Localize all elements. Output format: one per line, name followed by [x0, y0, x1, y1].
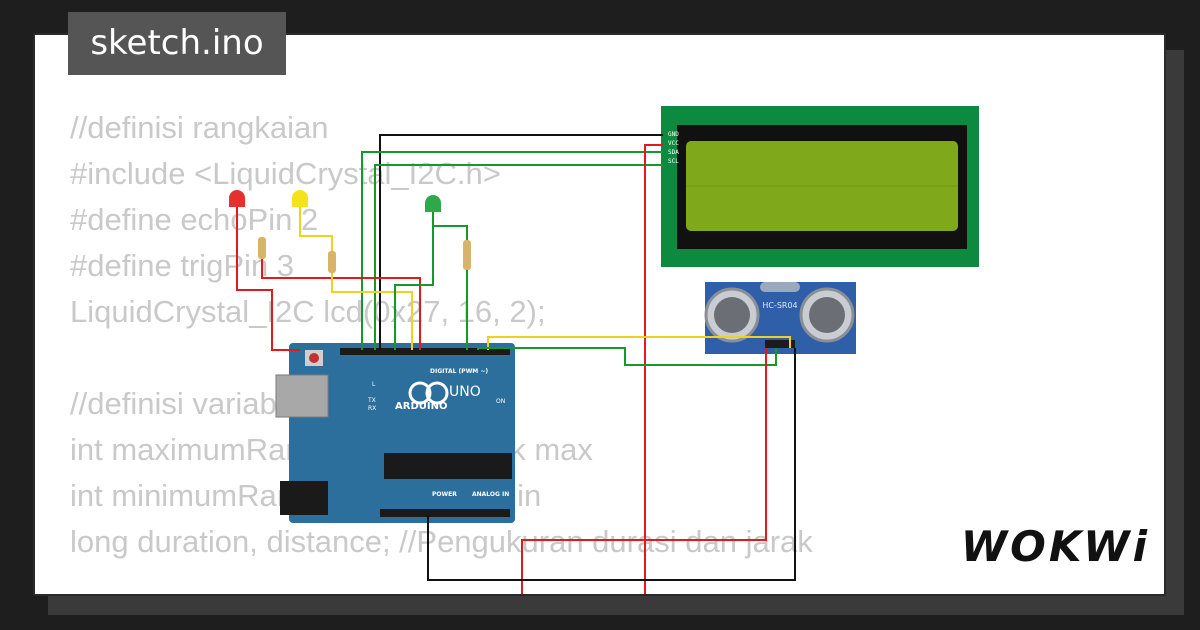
wokwi-logo: WOKWi: [960, 522, 1150, 571]
arduino-model: UNO: [449, 384, 481, 400]
wire-green-lcd-scl: [374, 164, 663, 350]
tx-led-label: TX: [367, 397, 376, 404]
rx-led-label: RX: [368, 405, 376, 412]
wire-yellow-led: [299, 207, 333, 251]
digital-header: [340, 348, 510, 355]
wire-green-lcd-sda: [361, 151, 663, 350]
on-label: ON: [496, 398, 505, 405]
power-label: POWER: [432, 491, 457, 498]
led-yellow[interactable]: [292, 190, 308, 207]
ultrasonic-sensor[interactable]: HC-SR04: [704, 282, 856, 354]
resistor-green-led[interactable]: [463, 240, 471, 270]
wire-green-trig: [477, 347, 777, 366]
wire-red-resistor: [261, 259, 421, 350]
wire-black-lcd-gnd: [379, 134, 663, 350]
code-line: #include <LiquidCrystal_I2C.h>: [70, 156, 501, 191]
wire-yellow-echo: [487, 336, 791, 350]
lcd-pin-labels: GND VCC SDA SCL: [668, 131, 679, 165]
lcd-pin-scl: SCL: [668, 158, 679, 165]
arduino-infinity-logo-right: [425, 381, 449, 405]
wire-yellow-resistor: [331, 273, 413, 350]
wire-green-led-gnd: [394, 212, 434, 350]
wires: [236, 134, 796, 594]
led-red[interactable]: [229, 190, 245, 207]
code-line: long duration, distance; //Pengukuran du…: [70, 524, 813, 559]
digital-label: DIGITAL (PWM ~): [430, 368, 488, 375]
reset-button: [309, 353, 319, 363]
power-jack: [280, 481, 328, 515]
code-line: #define trigPin 3: [70, 248, 295, 283]
resistor-red-led[interactable]: [258, 237, 266, 259]
wire-red-sensor-vcc: [521, 348, 767, 594]
resistor-yellow-led[interactable]: [328, 251, 336, 273]
code-line: //definisi rangkaian: [70, 110, 329, 145]
arduino-logo-text: ARDUINO: [395, 401, 447, 412]
power-analog-header: [380, 509, 510, 517]
sensor-label: HC-SR04: [762, 301, 797, 310]
code-line: LiquidCrystal_I2C lcd(0x27, 16, 2);: [70, 294, 546, 329]
wire-red-led: [236, 207, 300, 351]
lcd-display[interactable]: GND VCC SDA SCL: [661, 106, 979, 267]
wire-green-led: [432, 212, 468, 240]
arduino-uno-board[interactable]: ARDUINO UNO DIGITAL (PWM ~) POWER ANALOG…: [275, 343, 515, 523]
analog-label: ANALOG IN: [472, 491, 509, 498]
sketch-filename-tab: sketch.ino: [68, 12, 286, 75]
led-green[interactable]: [425, 195, 441, 212]
l-led-label: L: [372, 381, 376, 388]
lcd-pin-gnd: GND: [668, 131, 679, 138]
lcd-pin-sda: SDA: [668, 149, 679, 156]
arduino-infinity-logo-left: [408, 381, 432, 405]
lcd-pin-vcc: VCC: [668, 140, 679, 147]
microcontroller-chip: [384, 453, 512, 479]
wire-red-lcd-vcc: [644, 144, 663, 594]
wire-black-sensor-gnd: [427, 348, 796, 581]
usb-port: [275, 374, 329, 418]
